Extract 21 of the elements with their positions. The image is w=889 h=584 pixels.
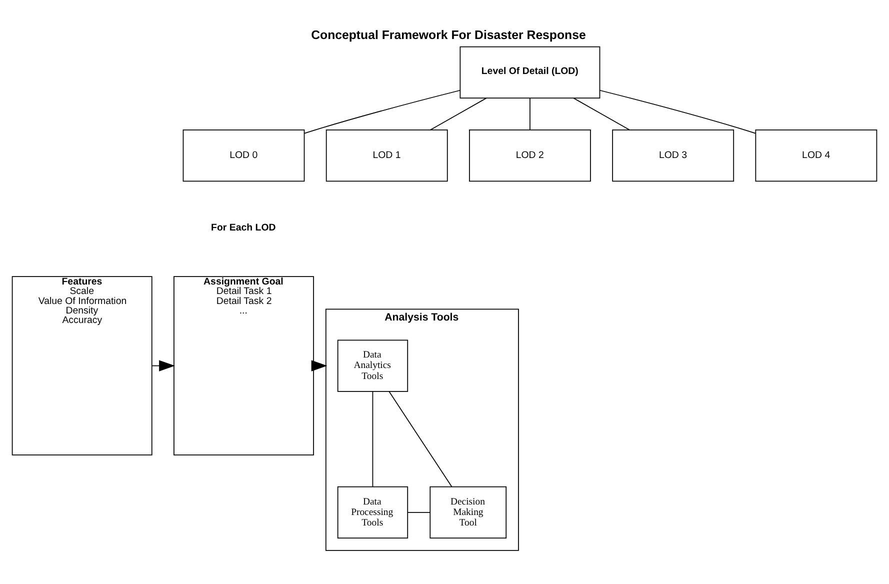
connector [600, 90, 756, 134]
connector [304, 90, 460, 134]
connector [430, 98, 487, 130]
connector [407, 512, 430, 513]
node-box: LOD 4 [755, 129, 878, 182]
node-box: Level Of Detail (LOD) [460, 46, 600, 99]
connector [573, 98, 630, 130]
node-box: LOD 1 [326, 129, 448, 182]
node-box: Data Analytics Tools [337, 340, 408, 392]
node-box: LOD 2 [469, 129, 591, 182]
node-box: LOD 0 [182, 129, 305, 182]
label: For Each LOD [211, 222, 276, 234]
node-box: Data Processing Tools [337, 486, 408, 538]
node-box: Features Scale Value Of Information Density Accuracy [12, 276, 152, 456]
diagram-title: Conceptual Framework For Disaster Response [311, 28, 586, 42]
connector [388, 391, 452, 488]
connector [372, 391, 374, 488]
node-box: LOD 3 [612, 129, 734, 182]
arrow [311, 360, 328, 372]
node-box: Decision Making Tool [430, 486, 507, 538]
node-box: Assignment Goal Detail Task 1 Detail Task 2 ... [174, 276, 314, 456]
